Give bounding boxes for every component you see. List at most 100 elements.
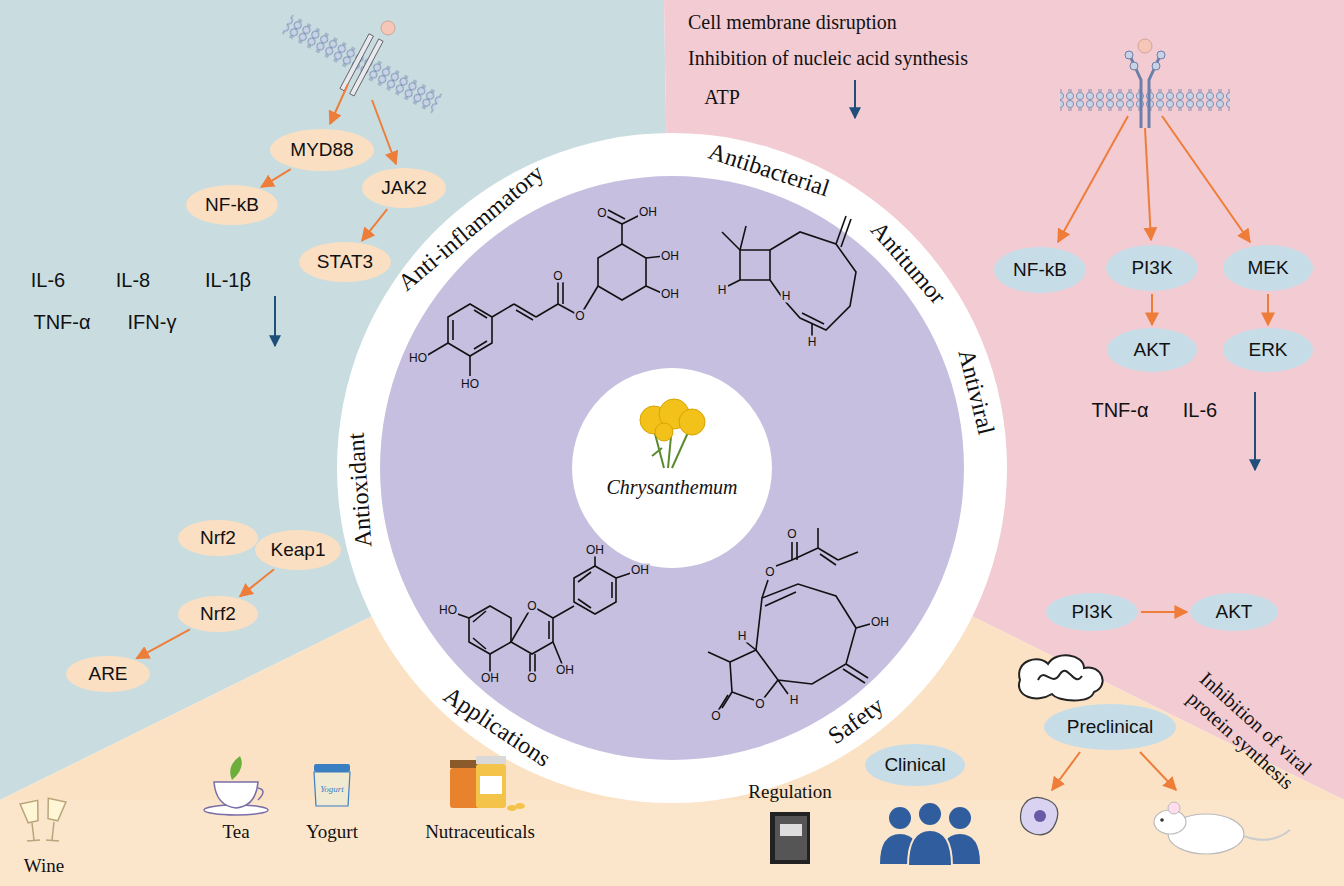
pathway-ellipse: ARE bbox=[66, 656, 150, 692]
atom-label: HO bbox=[408, 352, 428, 365]
pathway-ellipse: ERK bbox=[1223, 328, 1313, 372]
sesquiterpene-lactone bbox=[838, 552, 858, 560]
text-label: Inhibition of nucleic acid synthesis bbox=[688, 47, 968, 70]
node-label: Nrf2 bbox=[200, 527, 236, 549]
caryophyllene bbox=[770, 232, 856, 330]
atom-label: O bbox=[526, 672, 537, 685]
pathway-ellipse: AKT bbox=[1107, 328, 1197, 372]
text-label: IFN-γ bbox=[128, 311, 177, 334]
signal-arrow bbox=[1162, 116, 1250, 242]
quercetin bbox=[534, 654, 536, 672]
quercetin bbox=[469, 606, 511, 654]
wine-icon bbox=[27, 840, 40, 841]
flower-icon bbox=[640, 399, 705, 441]
caryophyllene bbox=[722, 216, 856, 336]
node-label: NF-kB bbox=[205, 194, 259, 216]
sesquiterpene-lactone bbox=[820, 554, 836, 565]
wine-icon bbox=[44, 798, 66, 821]
flower-icon bbox=[572, 368, 772, 568]
cell-icon bbox=[1021, 797, 1058, 834]
cell-icon bbox=[1021, 797, 1058, 834]
sesquiterpene-lactone bbox=[746, 642, 756, 650]
text-label: Cell membrane disruption bbox=[688, 11, 897, 34]
text-label: IL-6 bbox=[1183, 399, 1217, 422]
text-label: IL-6 bbox=[31, 269, 65, 292]
people-icon bbox=[908, 830, 952, 866]
sesquiterpene-lactone bbox=[843, 669, 865, 683]
cell-icon bbox=[1034, 810, 1046, 822]
node-label: PI3K bbox=[1071, 601, 1112, 623]
quercetin bbox=[473, 638, 486, 649]
nutraceuticals-icon bbox=[515, 803, 525, 809]
text-label: Regulation bbox=[748, 781, 831, 803]
center-circle: Chrysanthemum bbox=[572, 368, 772, 568]
sesquiterpene-lactone bbox=[756, 584, 856, 684]
jar-label: Yogurt bbox=[320, 784, 344, 794]
nutraceuticals-icon bbox=[476, 764, 506, 808]
quercetin bbox=[578, 572, 591, 582]
cell-membrane bbox=[1060, 51, 1230, 128]
pathway-ellipse: STAT3 bbox=[299, 242, 391, 282]
node-label: AKT bbox=[1216, 601, 1253, 623]
decrease-arrow bbox=[274, 296, 276, 346]
sesquiterpene-lactone bbox=[730, 662, 732, 692]
caryophyllene bbox=[841, 219, 851, 247]
mouse-icon bbox=[1154, 810, 1186, 834]
sesquiterpene-lactone bbox=[792, 548, 818, 560]
cell-membrane bbox=[1152, 62, 1160, 70]
pathway-ellipse: MYD88 bbox=[270, 129, 374, 171]
node-label: STAT3 bbox=[317, 251, 373, 273]
caryophyllene bbox=[722, 232, 740, 250]
atom-label: OH bbox=[660, 250, 680, 263]
text-label: Yogurt bbox=[306, 821, 358, 843]
caryophyllene bbox=[740, 226, 746, 250]
node-label: MEK bbox=[1247, 257, 1288, 279]
atom-label: OH bbox=[585, 544, 605, 557]
yogurt-icon bbox=[314, 772, 350, 806]
cell-membrane bbox=[272, 0, 451, 132]
nutraceuticals-icon bbox=[450, 756, 525, 811]
flower-icon bbox=[679, 409, 705, 435]
people-icon bbox=[949, 807, 971, 829]
atom-label: OH bbox=[630, 564, 650, 577]
wine-icon bbox=[46, 840, 59, 841]
pathway-ellipse: NF-kB bbox=[186, 185, 278, 225]
chlorogenic-acid bbox=[426, 343, 448, 356]
regulation-book-icon bbox=[780, 824, 802, 836]
caryophyllene bbox=[836, 216, 846, 244]
wine-icon bbox=[52, 822, 54, 840]
pathway-ellipse: MEK bbox=[1223, 245, 1313, 291]
atom-label: H bbox=[717, 284, 728, 297]
pathway-ellipse: JAK2 bbox=[362, 168, 446, 208]
text-label: TNF-α bbox=[1091, 399, 1148, 422]
virus-icon bbox=[1019, 655, 1103, 700]
cell-membrane bbox=[1125, 51, 1133, 59]
pathway-arrow bbox=[1267, 294, 1269, 325]
chlorogenic-acid bbox=[562, 282, 564, 304]
chlorogenic-acid bbox=[474, 310, 487, 318]
pathway-arrow bbox=[1141, 611, 1187, 613]
chlorogenic-acid bbox=[536, 304, 558, 317]
nutraceuticals-icon bbox=[480, 776, 502, 794]
pathway-ellipse: PI3K bbox=[1106, 245, 1198, 291]
text-label: Inhibition of viral protein synthesis bbox=[1166, 655, 1329, 808]
caryophyllene bbox=[740, 250, 770, 280]
chlorogenic-acid bbox=[608, 210, 625, 219]
atom-label: OH bbox=[555, 664, 575, 677]
pathway-arrow bbox=[362, 209, 387, 241]
chlorogenic-acid bbox=[557, 280, 559, 304]
flower-icon bbox=[652, 448, 662, 456]
virus-icon bbox=[1038, 671, 1082, 680]
sesquiterpene-lactone bbox=[776, 560, 792, 566]
decrease-arrow bbox=[1254, 392, 1256, 470]
regulation-book-icon bbox=[770, 812, 810, 864]
text-label: IL-1β bbox=[205, 269, 251, 292]
pathway-ellipse: Clinical bbox=[865, 744, 965, 786]
signal-arrow bbox=[1058, 116, 1128, 242]
mouse-icon bbox=[1168, 802, 1180, 814]
sesquiterpene-lactone bbox=[791, 542, 793, 560]
center-title: Chrysanthemum bbox=[572, 476, 772, 499]
cell-membrane bbox=[1131, 58, 1159, 128]
quercetin bbox=[473, 611, 486, 622]
sesquiterpene-lactone bbox=[856, 624, 870, 628]
